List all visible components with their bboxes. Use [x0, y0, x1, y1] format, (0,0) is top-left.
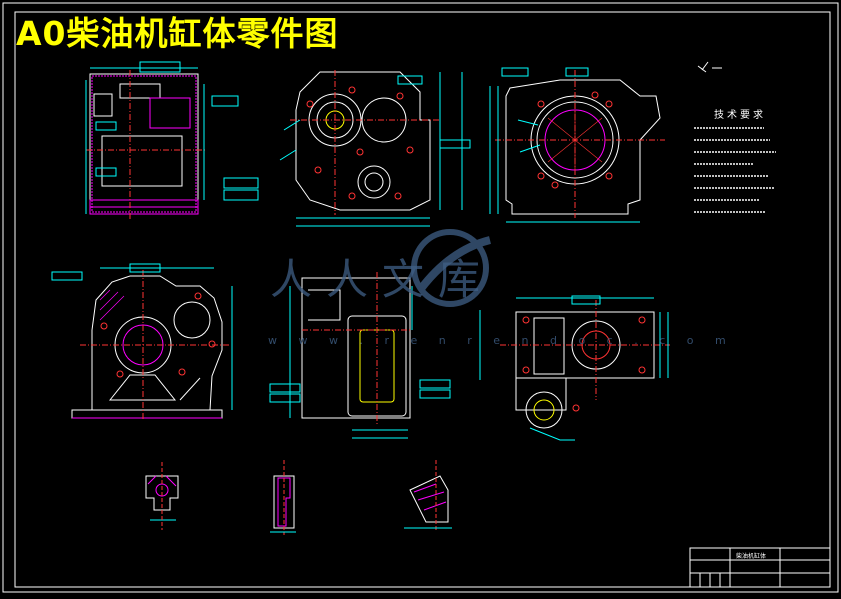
top-view-right — [479, 295, 670, 441]
watermark-url: w w w . r e n r e n d o c . c o m — [268, 334, 735, 347]
watermark-logo — [411, 229, 492, 307]
watermark-brand: 人人文库 — [270, 255, 495, 304]
drawing-title: A0柴油机缸体零件图 — [16, 14, 339, 53]
detail-view-3 — [404, 460, 452, 530]
side-view-top — [489, 67, 665, 223]
front-view-top — [279, 70, 471, 227]
section-view-left — [85, 61, 259, 220]
title-block-part-name: 柴油机缸体 — [736, 553, 767, 560]
title-block — [689, 547, 831, 588]
inner-frame — [14, 11, 831, 588]
section-view-middle — [269, 272, 451, 439]
front-view-bottom — [51, 263, 233, 420]
tech-requirements-heading: 技术要求 — [714, 110, 766, 121]
detail-view-1 — [145, 462, 179, 530]
detail-view-2 — [270, 460, 296, 535]
tech-requirements-block — [697, 61, 722, 73]
